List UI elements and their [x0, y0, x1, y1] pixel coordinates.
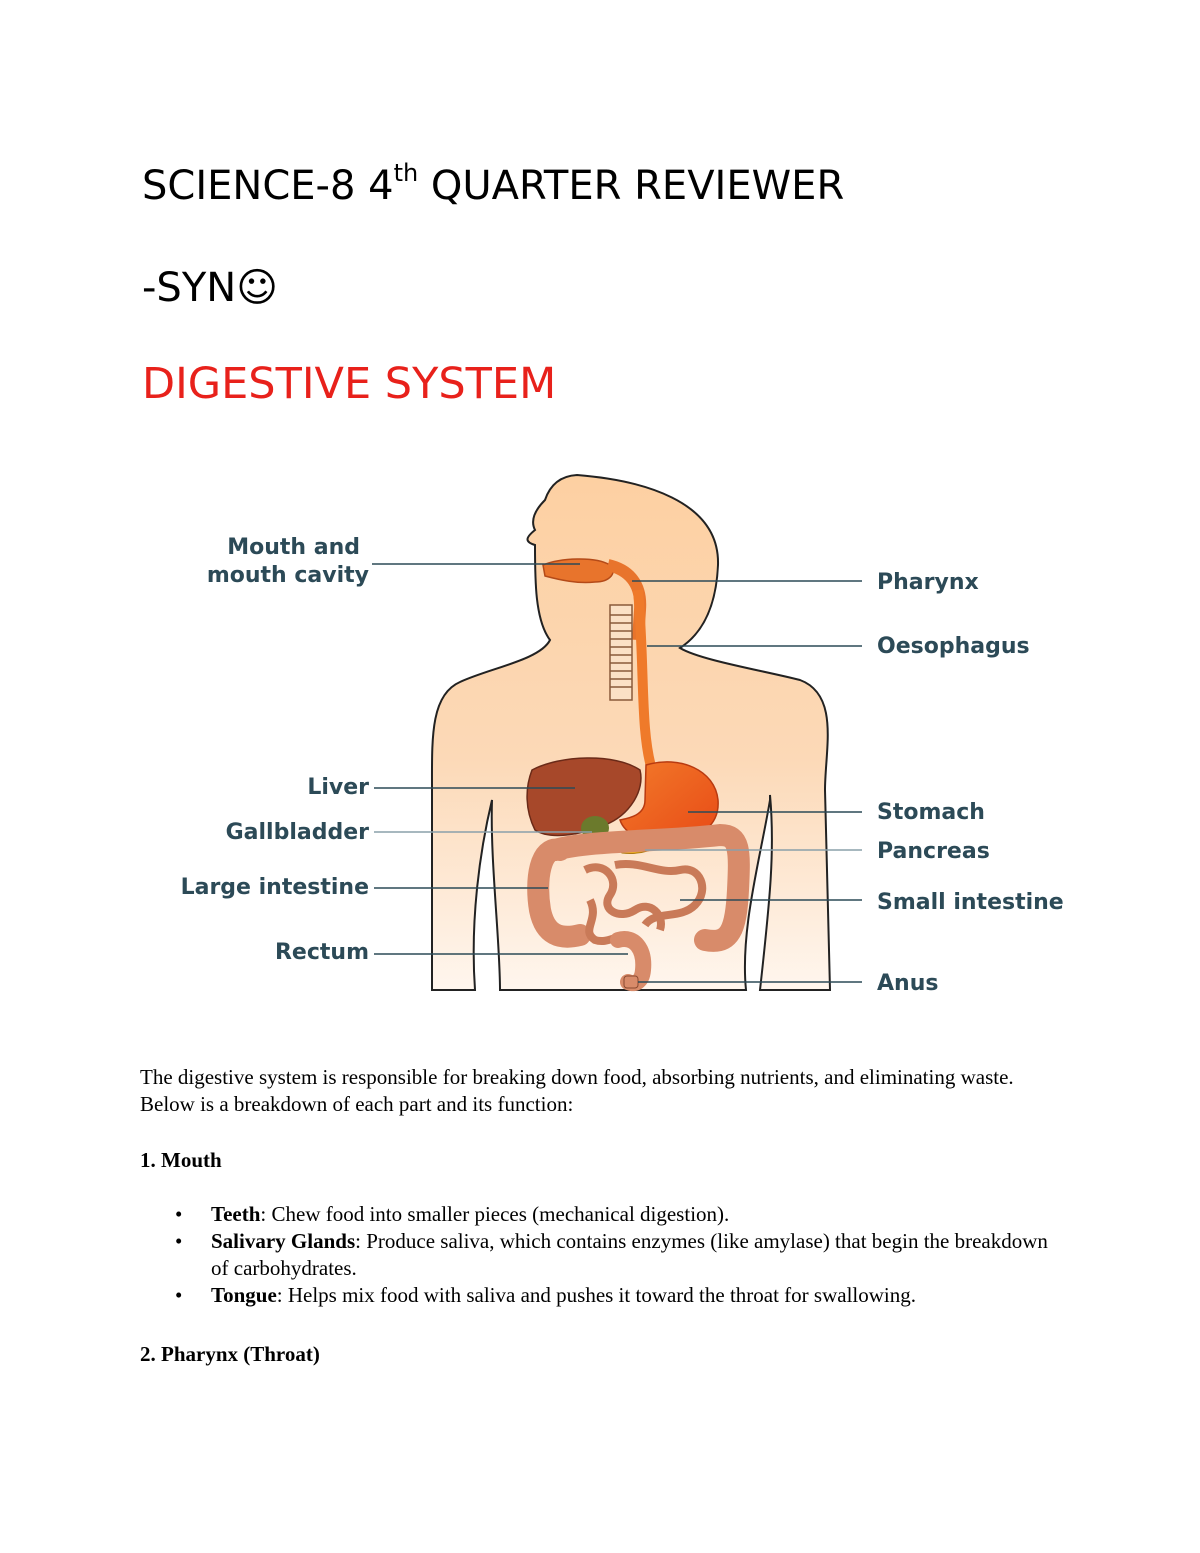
- oesophagus-tube: [633, 589, 657, 772]
- digestive-system-diagram: Mouth and mouth cavity Liver Gallbladder…: [181, 473, 1064, 996]
- title-superscript: th: [393, 159, 419, 187]
- heading-mouth: 1. Mouth: [140, 1148, 222, 1172]
- item-term: Teeth: [211, 1202, 261, 1226]
- liver-organ: [526, 757, 642, 837]
- intro-paragraph: The digestive system is responsible for …: [140, 1065, 1014, 1116]
- label-pancreas: Pancreas: [877, 839, 990, 864]
- label-pharynx: Pharynx: [877, 570, 979, 595]
- title-prefix: SCIENCE-8 4: [142, 163, 394, 209]
- list-item: • Teeth: Chew food into smaller pieces (m…: [140, 1201, 1070, 1228]
- list-item: • Salivary Glands: Produce saliva, which …: [140, 1228, 1070, 1282]
- smiley-icon: ☺: [236, 265, 278, 311]
- trachea-rings: [609, 604, 633, 701]
- item-text: : Produce saliva, which contains enzymes…: [211, 1229, 1048, 1280]
- anus-organ: [623, 975, 639, 989]
- title-suffix: QUARTER REVIEWER: [418, 163, 845, 209]
- document-title: SCIENCE-8 4th QUARTER REVIEWER: [142, 159, 845, 210]
- bullet-icon: •: [175, 1202, 183, 1226]
- bullet-icon: •: [175, 1229, 183, 1253]
- label-rectum: Rectum: [275, 940, 369, 965]
- label-gallbladder: Gallbladder: [226, 820, 370, 845]
- author-line: -SYN☺: [142, 264, 278, 312]
- section-title: DIGESTIVE SYSTEM: [142, 359, 557, 409]
- label-small-intestine: Small intestine: [877, 890, 1064, 915]
- label-mouth-line2: mouth cavity: [207, 563, 369, 588]
- list-item: • Tongue: Helps mix food with saliva and …: [140, 1282, 1070, 1309]
- label-oesophagus: Oesophagus: [877, 634, 1030, 659]
- label-anus: Anus: [877, 971, 938, 996]
- heading-pharynx: 2. Pharynx (Throat): [140, 1342, 320, 1366]
- label-large-intestine: Large intestine: [181, 875, 369, 900]
- author-name: -SYN: [142, 265, 237, 311]
- item-text: : Chew food into smaller pieces (mechani…: [260, 1202, 730, 1226]
- item-term: Tongue: [211, 1283, 277, 1307]
- label-mouth-line1: Mouth and: [227, 535, 360, 560]
- label-stomach: Stomach: [877, 800, 985, 825]
- item-term: Salivary Glands: [211, 1229, 356, 1253]
- large-intestine-organ: [527, 823, 750, 952]
- mouth-bullet-list: • Teeth: Chew food into smaller pieces (m…: [140, 1201, 1070, 1309]
- item-text: : Helps mix food with saliva and pushes …: [276, 1283, 916, 1307]
- bullet-icon: •: [175, 1283, 183, 1307]
- mouth-cavity: [542, 558, 614, 584]
- label-liver: Liver: [307, 775, 369, 800]
